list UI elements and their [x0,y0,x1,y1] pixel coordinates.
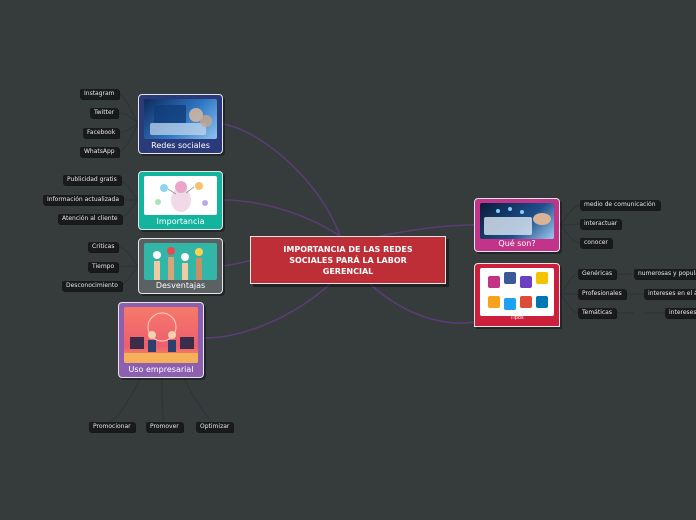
connector-queson-conocer [559,224,581,244]
connector-uso-optimizar [183,377,213,423]
leaf-numerosas-y-populares[interactable]: numerosas y populares [634,269,696,279]
social-icons-image [480,268,554,316]
hands-image [144,243,217,280]
business-image [124,307,198,363]
node-redes-sociales[interactable]: Redes sociales [138,94,223,154]
node-tipos-label: Tipos [510,315,524,321]
connector-redes-whatsapp [116,123,139,153]
leaf-facebook[interactable]: Facebook [83,128,120,138]
leaf-optimizar[interactable]: Optimizar [196,422,234,432]
node-uso-empresarial-label: Uso empresarial [128,365,194,374]
laptop-image [144,99,217,139]
connector-uso-promocionar [109,377,141,423]
node-uso-empresarial[interactable]: Uso empresarial [118,302,204,378]
leaf-twitter[interactable]: Twitter [90,108,119,118]
leaf-tiempo[interactable]: Tiempo [88,262,119,272]
connector-queson-interactuar [559,223,581,226]
connector-central-queson [379,224,475,237]
leaf-informacion-actualizada[interactable]: Información actualizada [43,195,124,205]
connector-tipos-genericas [559,273,579,295]
central-topic-title: IMPORTANCIA DE LAS REDES SOCIALES PARÁ L… [283,244,413,276]
leaf-profesionales[interactable]: Profesionales [578,289,626,299]
leaf-medio-de-comunicacion[interactable]: medio de comunicación [580,200,660,210]
illustration-image [144,176,217,215]
leaf-genericas[interactable]: Genéricas [578,269,617,279]
leaf-criticas[interactable]: Criticas [88,242,119,252]
connector-central-uso [203,283,331,339]
node-tipos[interactable]: Tipos [474,263,560,327]
node-redes-sociales-label: Redes sociales [151,141,210,150]
connector-central-importancia [222,199,341,237]
connector-redes-twitter [116,112,139,125]
connector-redes-instagram [116,93,139,125]
node-desventajas[interactable]: Desventajas [138,238,223,294]
leaf-publicidad-gratis[interactable]: Publicidad gratis [63,175,121,185]
connector-central-redes [222,123,341,237]
leaf-tematicas[interactable]: Temáticas [578,308,616,318]
connector-central-tipos [369,283,475,324]
node-que-son[interactable]: Qué son? [474,198,560,252]
connector-tipos-tematicas [559,293,579,314]
connector-redes-facebook [116,123,139,134]
leaf-desconocimiento[interactable]: Desconocimiento [62,281,122,291]
leaf-intereses[interactable]: intereses [665,308,696,318]
connector-queson-medio [559,204,581,226]
tablet-image [480,203,554,239]
connector-desventajas-criticas [116,246,139,267]
node-desventajas-label: Desventajas [155,281,206,290]
node-que-son-label: Qué son? [498,239,536,248]
leaf-conocer[interactable]: conocer [580,238,612,248]
leaf-instagram[interactable]: Instagram [80,89,119,99]
leaf-interactuar[interactable]: interactuar [580,219,622,229]
leaf-intereses-en-el-ambito[interactable]: intereses en el ámbito [644,289,696,299]
central-topic[interactable]: IMPORTANCIA DE LAS REDES SOCIALES PARÁ L… [250,236,446,284]
leaf-whatsapp[interactable]: WhatsApp [80,147,119,157]
node-importancia-label: Importancia [156,217,205,226]
connector-desventajas-tiempo [116,265,139,268]
leaf-promocionar[interactable]: Promocionar [89,422,135,432]
leaf-atencion-al-cliente[interactable]: Atención al cliente [58,214,122,224]
node-importancia[interactable]: Importancia [138,171,223,230]
leaf-promover[interactable]: Promover [146,422,183,432]
connector-uso-promover [161,377,164,423]
